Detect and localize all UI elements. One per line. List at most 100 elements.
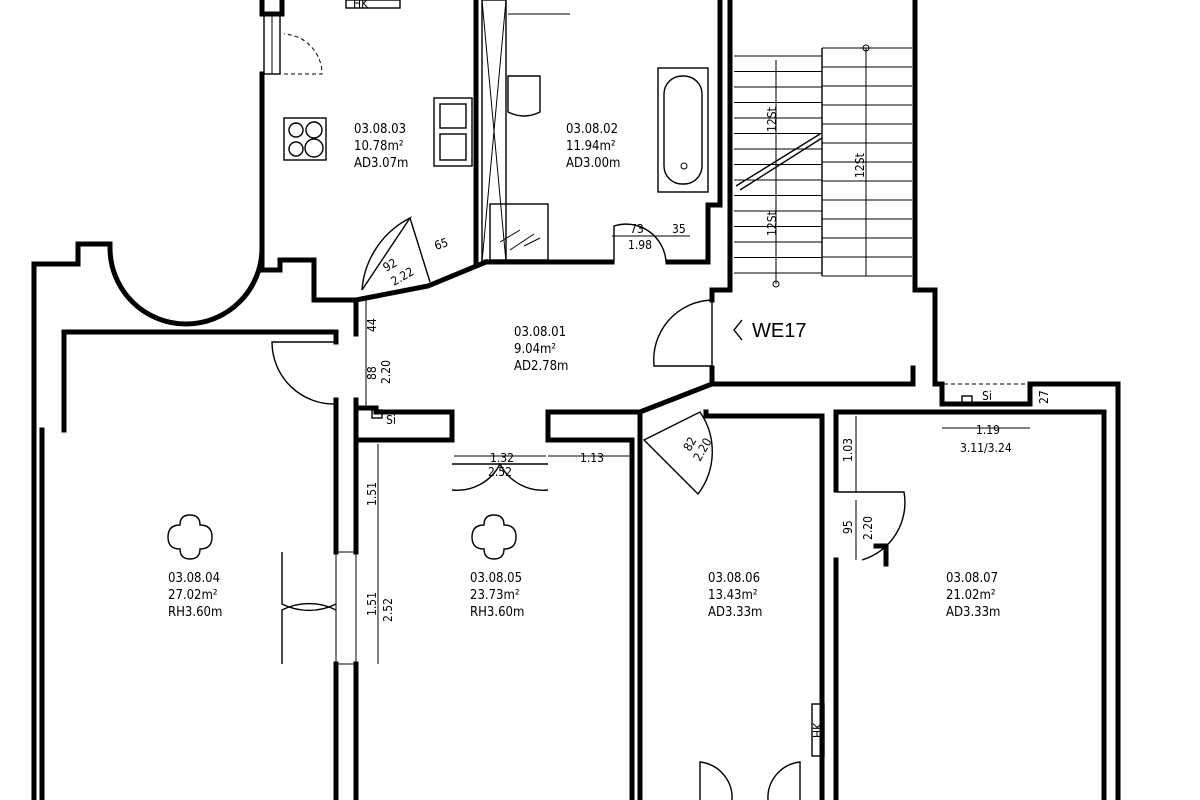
wall-hall-diagonal-left (353, 258, 490, 303)
door-04-05-swing-bot (281, 602, 337, 664)
fixtures (167, 0, 709, 560)
marker-27: 27 (1037, 390, 1051, 404)
stair-cut-line (739, 137, 823, 191)
door-kitchen-swing (361, 216, 413, 291)
svg-text:03.08.04: 03.08.04 (168, 571, 220, 586)
wall-hall-right-lower (709, 365, 916, 387)
wall-room05-top-left (353, 409, 455, 443)
svg-text:AD3.07m: AD3.07m (354, 156, 408, 171)
door-04-05-swing-top (281, 552, 337, 612)
dim-92: 92 (381, 256, 400, 275)
svg-text:11.94m²: 11.94m² (566, 139, 616, 154)
wall-room04-inner-top (61, 329, 339, 433)
svg-text:03.08.07: 03.08.07 (946, 571, 998, 586)
svg-text:9.04m²: 9.04m² (514, 342, 556, 357)
dim-35: 35 (672, 222, 686, 236)
room-label-03-08-05: 03.08.05 23.73m² RH3.60m (470, 571, 524, 620)
dim-151a: 1.51 (365, 482, 379, 506)
room-label-03-08-02: 03.08.02 11.94m² AD3.00m (566, 122, 620, 171)
svg-text:03.08.01: 03.08.01 (514, 325, 566, 340)
room-label-03-08-04: 03.08.04 27.02m² RH3.60m (168, 571, 222, 620)
room-label-03-08-07: 03.08.07 21.02m² AD3.33m (946, 571, 1000, 620)
wall-bath-right (691, 0, 723, 265)
dim-73: 73 (630, 222, 644, 236)
bath-sink (507, 75, 541, 117)
svg-text:AD2.78m: AD2.78m (514, 359, 568, 374)
svg-text:03.08.03: 03.08.03 (354, 122, 406, 137)
room-label-03-08-03: 03.08.03 10.78m² AD3.07m (354, 122, 408, 171)
dim-82: 82 (680, 435, 699, 454)
ceiling-rosette-04 (167, 514, 213, 560)
dim-103: 1.03 (841, 438, 855, 462)
svg-text:RH3.60m: RH3.60m (470, 605, 524, 620)
svg-text:21.02m²: 21.02m² (946, 588, 996, 603)
dim-151b: 1.51 (365, 592, 379, 616)
si-box-2 (961, 395, 973, 405)
room-label-03-08-06: 03.08.06 13.43m² AD3.33m (708, 571, 762, 620)
wall-room05-top-right (545, 409, 635, 800)
wall-kitchen-west (259, 0, 285, 17)
unit-label: WE17 (752, 320, 806, 342)
door-bath-swing (613, 223, 667, 263)
stair-cut-line (735, 133, 821, 187)
stair-end-dot (772, 280, 780, 288)
door-room05-swing-right (498, 463, 549, 491)
dim-44: 44 (365, 318, 379, 332)
svg-text:03.08.06: 03.08.06 (708, 571, 760, 586)
door-swing-kitchen (283, 33, 323, 75)
room-label-03-08-01: 03.08.01 9.04m² AD2.78m (514, 325, 568, 374)
dim-113: 1.13 (580, 451, 604, 465)
hk-box-top (345, 0, 401, 9)
dim-252a: 2.52 (488, 465, 512, 479)
svg-text:AD3.33m: AD3.33m (708, 605, 762, 620)
service-shaft (481, 0, 507, 263)
walls (31, 0, 1121, 800)
svg-text:AD3.00m: AD3.00m (566, 156, 620, 171)
dim-132: 1.32 (490, 451, 514, 465)
wall-stair-left (709, 0, 733, 293)
door-room06-swing (642, 411, 713, 496)
wall-room06-top (703, 409, 825, 800)
si-label: Si (386, 413, 396, 427)
entry-arrow-icon (733, 319, 743, 341)
door-room05-swing-left (451, 463, 502, 491)
svg-text:RH3.60m: RH3.60m (168, 605, 222, 620)
door-room07-swing (836, 491, 906, 561)
door-room04-swing (271, 341, 337, 405)
kitchen-sink (433, 97, 473, 167)
svg-text:03.08.05: 03.08.05 (470, 571, 522, 586)
wall-si-niche (932, 381, 1121, 800)
hk-label: HK (811, 722, 825, 738)
cooktop (283, 117, 327, 161)
door-room06-bottom (699, 761, 801, 800)
dim-65: 65 (433, 235, 450, 253)
svg-text:03.08.02: 03.08.02 (566, 122, 618, 137)
dim-252b: 2.52 (381, 598, 395, 622)
svg-text:10.78m²: 10.78m² (354, 139, 404, 154)
ceiling-rosette-05 (471, 514, 517, 560)
dim-198: 1.98 (628, 238, 652, 252)
svg-text:13.43m²: 13.43m² (708, 588, 758, 603)
wall-room07-top (833, 409, 1107, 800)
dim-119: 1.19 (976, 423, 1000, 437)
dim-220a: 2.20 (379, 360, 393, 384)
dim-220c: 2.20 (861, 516, 875, 540)
dim-311: 3.11/3.24 (960, 441, 1012, 455)
hk-box (811, 703, 825, 757)
room-labels: 03.08.01 9.04m² AD2.78m 03.08.02 11.94m²… (168, 122, 1000, 620)
svg-text:23.73m²: 23.73m² (470, 588, 520, 603)
bathtub (657, 67, 709, 193)
stair-label-b: 12St (853, 153, 867, 178)
stair-start-dot (862, 44, 870, 52)
stair-label-c: 12St (765, 211, 779, 236)
openings (263, 0, 1028, 800)
si-label-2: Si (982, 389, 992, 403)
si-box (371, 409, 383, 419)
wall-stair-right (912, 0, 938, 387)
wall-bay-window (107, 245, 265, 327)
dim-88: 88 (365, 366, 379, 380)
wall-kitchen-left (259, 71, 359, 303)
stair-label-a: 12St (765, 107, 779, 132)
svg-text:27.02m²: 27.02m² (168, 588, 218, 603)
